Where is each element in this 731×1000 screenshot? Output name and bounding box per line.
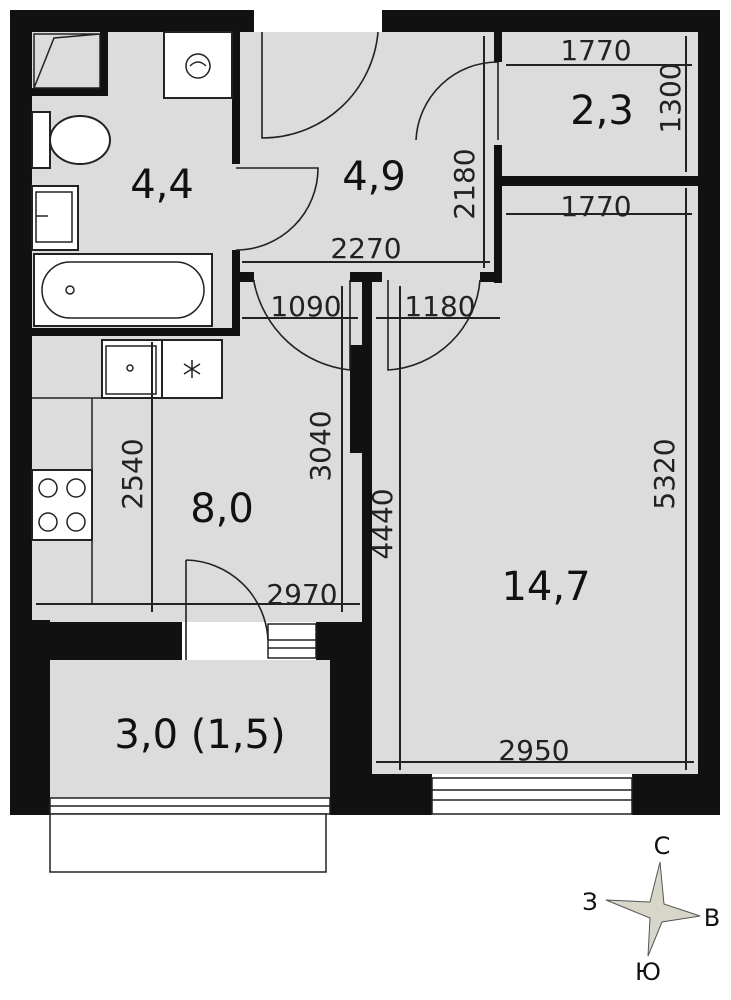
dim-storage-width-top: 1770 — [560, 34, 631, 67]
compass-east: В — [704, 904, 720, 932]
doors — [185, 31, 499, 660]
snowflake-icon — [183, 360, 201, 378]
dim-door-right: 1180 — [404, 290, 475, 323]
door-storage — [415, 61, 499, 141]
wall-bath-right-low — [232, 250, 240, 336]
bathtub-icon — [33, 253, 213, 327]
toilet-tank-icon — [31, 111, 51, 169]
compass-north: С — [654, 832, 671, 860]
wall-balcony-left — [10, 620, 50, 815]
fixtures — [31, 31, 233, 604]
compass-south: Ю — [635, 958, 661, 986]
window-living — [431, 777, 633, 815]
compass-star-icon — [605, 861, 701, 957]
dim-hall-width: 2270 — [330, 232, 401, 265]
wall-hall-bottom — [480, 272, 502, 282]
washing-machine-drum — [185, 53, 211, 79]
wall-storage-left — [494, 32, 502, 62]
wall-shower-corner — [32, 88, 108, 96]
wall-top-left — [10, 10, 254, 32]
dimension-lines — [36, 36, 694, 770]
floor-storage — [498, 32, 698, 182]
wall-storage-bottom — [498, 176, 698, 186]
windows — [49, 623, 633, 873]
stove-icon — [31, 469, 93, 541]
dim-living-width-top: 1770 — [560, 190, 631, 223]
balcony-rail — [49, 813, 327, 873]
wall-bath-right — [232, 32, 240, 164]
dim-door-left: 1090 — [270, 290, 341, 323]
compass: С В Ю З — [582, 832, 720, 986]
shower-icon — [33, 33, 101, 89]
wall-balcony-right — [330, 622, 372, 774]
dim-kitchen-width: 2970 — [266, 578, 337, 611]
wall-hall-mid-post — [350, 272, 382, 282]
window-kitchen-door — [267, 623, 317, 659]
door-balcony — [185, 559, 269, 660]
dim-kitchen-depth: 2540 — [116, 438, 149, 509]
wall-bottom-right — [330, 774, 432, 815]
washing-machine-icon — [163, 31, 233, 99]
door-bathroom — [235, 167, 319, 251]
dim-kitchen-height: 3040 — [304, 410, 337, 481]
room-area-balcony: 3,0 (1,5) — [114, 712, 285, 758]
dim-living-height-right: 5320 — [648, 438, 681, 509]
sink-bath-icon — [31, 185, 79, 251]
compass-west: З — [582, 888, 597, 916]
wall-partition-thick — [350, 345, 370, 453]
room-area-kitchen: 8,0 — [190, 486, 254, 532]
dim-living-height-left: 4440 — [366, 488, 399, 559]
toilet-bowl-icon — [49, 115, 111, 165]
wall-storage-left-low — [494, 145, 502, 283]
room-area-living: 14,7 — [501, 564, 590, 610]
wall-shower-side — [100, 32, 108, 96]
wall-right — [698, 10, 720, 815]
wall-balcony-top — [50, 622, 182, 660]
wall-bottom-far-right — [632, 774, 720, 815]
walls — [10, 10, 720, 815]
wall-left — [10, 10, 32, 622]
floor-balcony — [50, 660, 330, 800]
room-area-storage: 2,3 — [570, 88, 634, 134]
room-area-hall: 4,9 — [342, 154, 406, 200]
dim-storage-depth: 1300 — [654, 62, 687, 133]
dim-living-width-bottom: 2950 — [498, 734, 569, 767]
door-entrance — [261, 31, 379, 139]
dim-hall-depth: 2180 — [448, 148, 481, 219]
wall-bath-bottom — [32, 328, 240, 336]
wall-hall-left-post — [240, 272, 254, 282]
room-area-bathroom: 4,4 — [130, 162, 194, 208]
wall-top-right — [382, 10, 720, 32]
door-kitchen — [253, 280, 351, 371]
